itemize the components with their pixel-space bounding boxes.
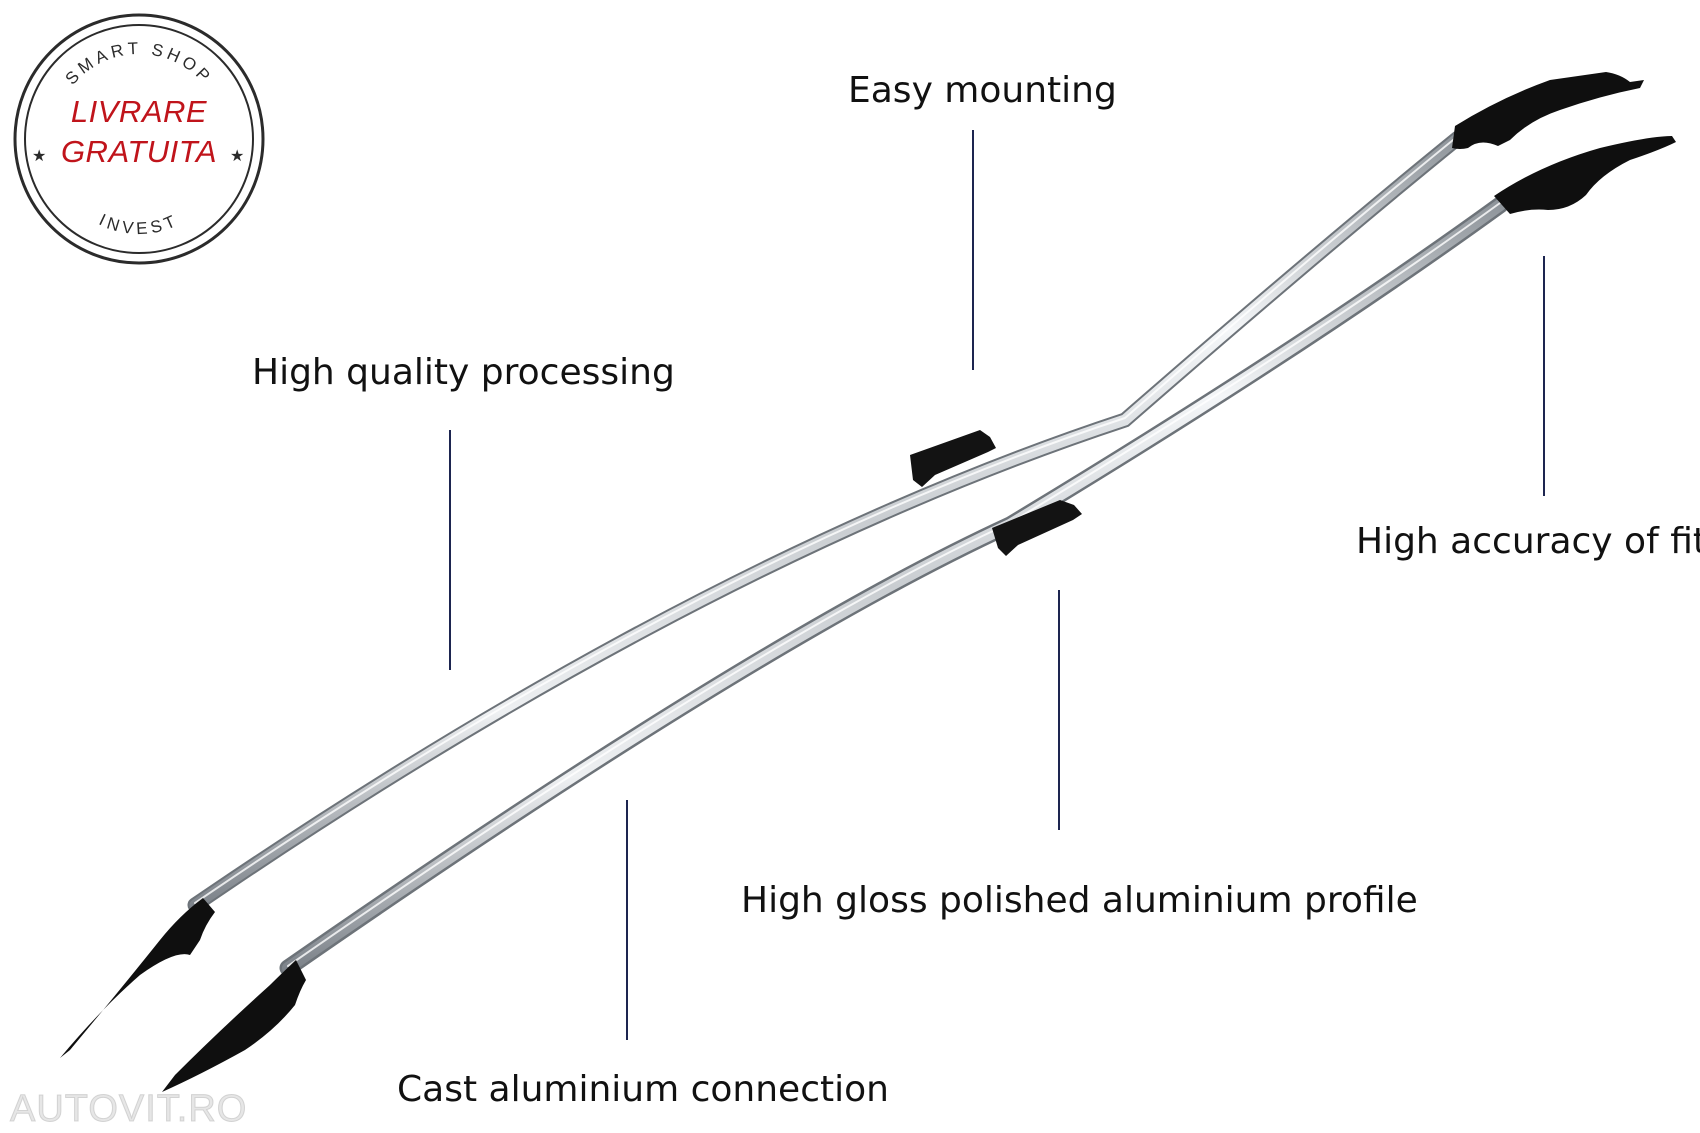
callout-high-gloss-profile: High gloss polished aluminium profile	[741, 880, 1418, 921]
badge-line-2: GRATUITA	[60, 134, 218, 169]
roof-rail-back	[60, 72, 1644, 1058]
leader-line-gloss-profile	[1058, 590, 1060, 830]
leader-line-accuracy	[1543, 256, 1545, 496]
callout-easy-mounting: Easy mounting	[848, 70, 1117, 111]
free-delivery-badge: SMART SHOP INVEST LIVRARE GRATUITA ★ ★	[12, 12, 266, 266]
badge-star-left-icon: ★	[32, 146, 47, 165]
leader-line-cast-connection	[626, 800, 628, 1040]
callout-high-quality-processing: High quality processing	[252, 352, 675, 393]
leader-line-high-quality	[449, 430, 451, 670]
badge-line-1: LIVRARE	[70, 94, 208, 129]
callout-high-accuracy-of-fit: High accuracy of fit	[1356, 521, 1700, 562]
roof-rail-front	[162, 136, 1676, 1092]
watermark: AUTOVIT.RO	[9, 1088, 248, 1131]
callout-cast-connection: Cast aluminium connection	[397, 1069, 889, 1110]
leader-line-easy-mounting	[972, 130, 974, 370]
badge-star-right-icon: ★	[230, 146, 245, 165]
badge-ring: SMART SHOP INVEST	[13, 13, 265, 265]
